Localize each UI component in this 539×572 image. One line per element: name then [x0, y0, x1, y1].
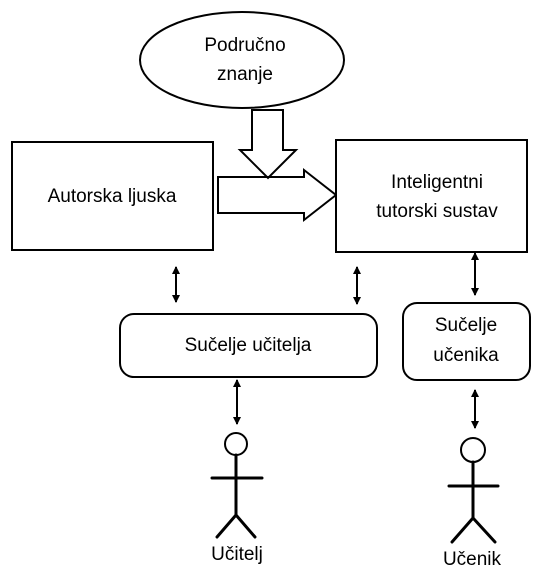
its-label-line2: tutorski sustav	[376, 201, 498, 222]
domain-to-its-arrow	[237, 109, 299, 180]
authoring-shell-node: Autorska ljuska	[11, 141, 214, 251]
student-interface-node: Sučelje učenika	[402, 302, 531, 381]
its-label-line1: Inteligentni	[391, 172, 483, 193]
domain-knowledge-node: Područno znanje	[139, 11, 345, 109]
authoring-shell-label: Autorska ljuska	[48, 186, 177, 207]
its-node: Inteligentni tutorski sustav	[335, 139, 528, 253]
student-actor-icon	[447, 437, 500, 544]
teacher-actor-label: Učitelj	[211, 544, 263, 565]
teacher-actor-icon	[210, 432, 264, 539]
authoring-to-its-arrow	[217, 167, 338, 223]
student-interface-label-line2: učenika	[433, 345, 499, 366]
teacher-interface-node: Sučelje učitelja	[119, 313, 378, 378]
student-actor-label: Učenik	[443, 549, 502, 570]
domain-knowledge-label-line1: Područno	[204, 35, 285, 56]
student-interface-label-line1: Sučelje	[435, 315, 497, 336]
domain-knowledge-label-line2: znanje	[217, 64, 273, 85]
teacher-interface-label: Sučelje učitelja	[185, 335, 312, 356]
